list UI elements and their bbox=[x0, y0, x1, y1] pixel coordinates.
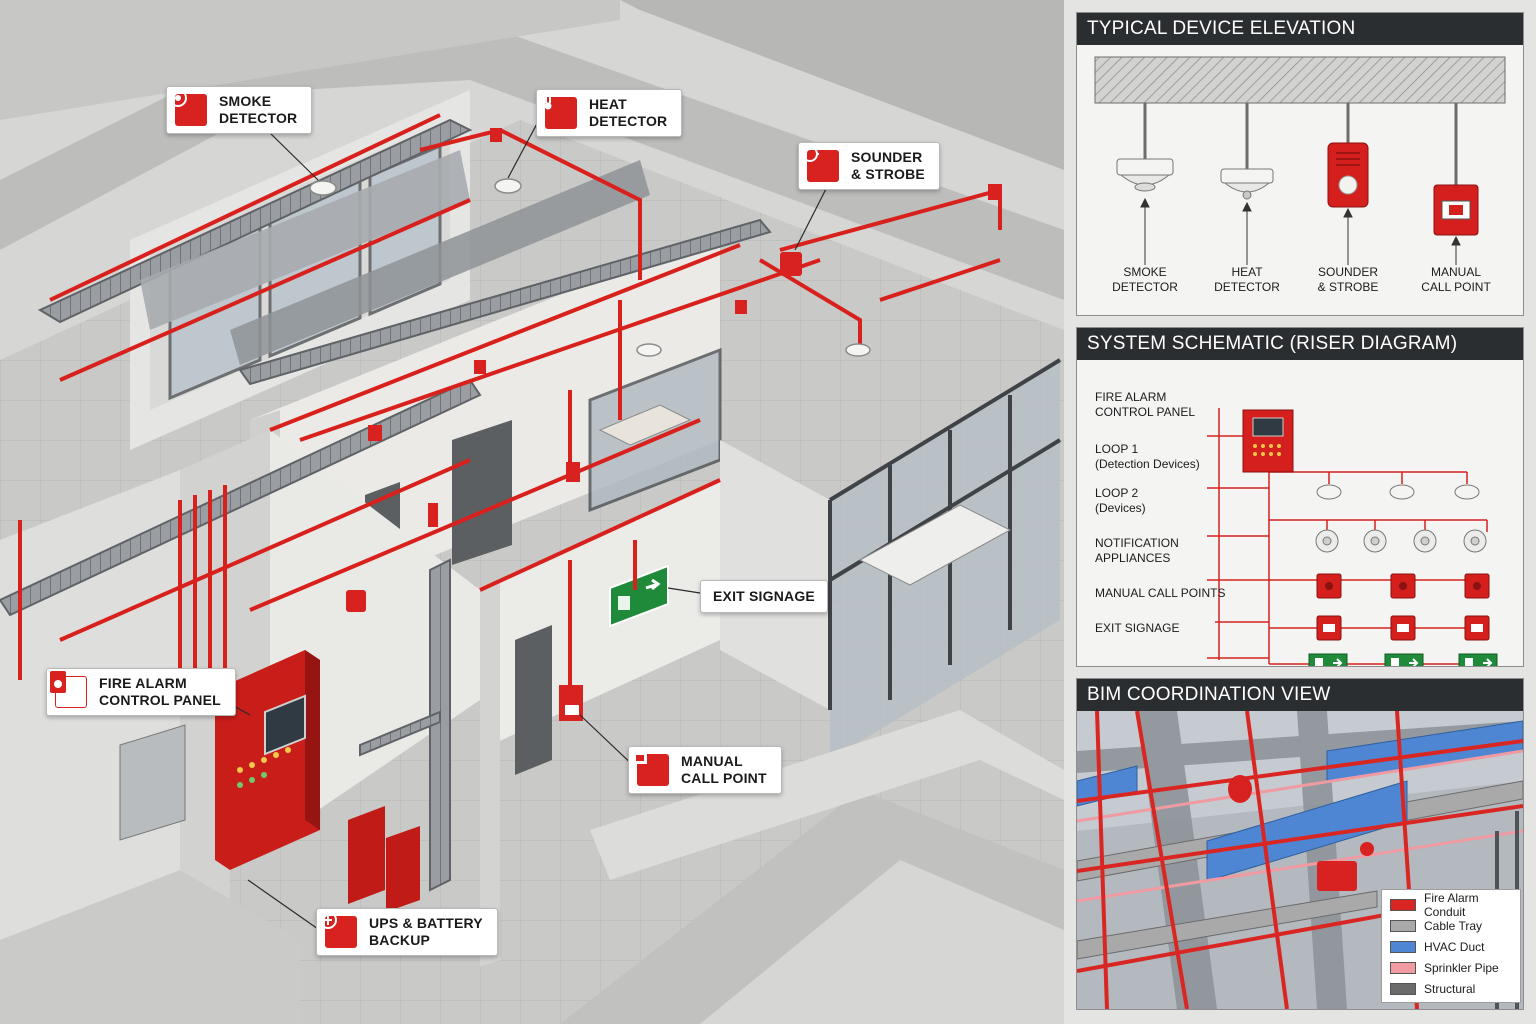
ceiling-detectors bbox=[309, 178, 871, 357]
schematic-row-label: EXIT SIGNAGE bbox=[1095, 621, 1180, 635]
isometric-building-scene: SMOKE DETECTOR HEAT DETECTOR SOUNDER & S… bbox=[0, 0, 1064, 1024]
legend-item: HVAC Duct bbox=[1390, 936, 1512, 957]
battery-icon bbox=[319, 911, 357, 948]
legend-item: Structural bbox=[1390, 978, 1512, 999]
corridor-door bbox=[515, 625, 552, 775]
office-door bbox=[452, 420, 512, 565]
device-label: SOUNDER & STROBE bbox=[1317, 265, 1379, 294]
cable-trays bbox=[0, 118, 772, 892]
plant-room-wall bbox=[0, 470, 180, 1000]
panel-title: TYPICAL DEVICE ELEVATION bbox=[1077, 13, 1523, 45]
panel-title: SYSTEM SCHEMATIC (RISER DIAGRAM) bbox=[1077, 328, 1523, 360]
sounder-icon bbox=[801, 146, 839, 182]
riser-diagram bbox=[1207, 408, 1498, 666]
panel-system-schematic: SYSTEM SCHEMATIC (RISER DIAGRAM) bbox=[1076, 327, 1524, 667]
callout-heat-detector: HEAT DETECTOR bbox=[536, 89, 683, 137]
callout-label: MANUAL CALL POINT bbox=[681, 753, 767, 786]
ups-battery-cabinets bbox=[348, 806, 420, 912]
callout-fire-alarm-control-panel: FIRE ALARM CONTROL PANEL bbox=[46, 668, 236, 716]
callout-label: UPS & BATTERY BACKUP bbox=[369, 915, 483, 948]
legend-label: HVAC Duct bbox=[1424, 939, 1485, 954]
manual-call-point-icon bbox=[1433, 184, 1479, 236]
callout-sounder-strobe: SOUNDER & STROBE bbox=[798, 142, 940, 190]
schematic-row-label: NOTIFICATION APPLIANCES bbox=[1095, 536, 1179, 565]
panel-title: BIM COORDINATION VIEW bbox=[1077, 679, 1523, 711]
legend-swatch bbox=[1390, 961, 1416, 974]
legend-swatch bbox=[1390, 982, 1416, 995]
riser-wiring bbox=[1207, 408, 1488, 665]
callout-ups-battery: UPS & BATTERY BACKUP bbox=[316, 908, 498, 956]
sounder-strobe-icon bbox=[1327, 142, 1369, 208]
callout-label: FIRE ALARM CONTROL PANEL bbox=[99, 675, 221, 708]
bim-legend: Fire Alarm Conduit Cable Tray HVAC Duct … bbox=[1381, 889, 1521, 1003]
notification-appliances bbox=[1316, 573, 1490, 599]
manual-call-points bbox=[1316, 615, 1490, 641]
callout-label: HEAT DETECTOR bbox=[589, 96, 668, 129]
secondary-panel bbox=[119, 724, 186, 841]
ceiling-slab bbox=[1094, 56, 1506, 104]
callout-label: EXIT SIGNAGE bbox=[713, 588, 815, 604]
callout-label: SMOKE DETECTOR bbox=[219, 93, 298, 126]
smoke-detector-icon bbox=[169, 89, 207, 126]
panel-device-elevation: TYPICAL DEVICE ELEVATION bbox=[1076, 12, 1524, 316]
call-point-icon bbox=[633, 752, 669, 786]
legend-label: Fire Alarm Conduit bbox=[1424, 890, 1479, 919]
loop1-detectors bbox=[1316, 484, 1480, 500]
fire-alarm-control-panel bbox=[215, 650, 320, 870]
schematic-row-label: LOOP 1 (Detection Devices) bbox=[1095, 442, 1200, 471]
schematic-row-label: LOOP 2 (Devices) bbox=[1095, 486, 1146, 515]
heat-detector-icon bbox=[1220, 168, 1274, 200]
panel-bim-coordination: BIM COORDINATION VIEW bbox=[1076, 678, 1524, 1010]
legend-label: Sprinkler Pipe bbox=[1424, 960, 1499, 975]
legend-label: Structural bbox=[1424, 981, 1476, 996]
device-label: SMOKE DETECTOR bbox=[1112, 265, 1178, 294]
legend-swatch bbox=[1390, 940, 1416, 953]
exit-signs bbox=[1308, 653, 1498, 666]
callout-label: SOUNDER & STROBE bbox=[851, 149, 925, 182]
legend-item: Fire Alarm Conduit bbox=[1390, 891, 1512, 919]
legend-label: Cable Tray bbox=[1424, 918, 1483, 933]
callout-smoke-detector: SMOKE DETECTOR bbox=[166, 86, 313, 134]
legend-item: Sprinkler Pipe bbox=[1390, 957, 1512, 978]
schematic-row-label: FIRE ALARM CONTROL PANEL bbox=[1095, 390, 1196, 419]
callout-manual-call-point: MANUAL CALL POINT bbox=[628, 746, 782, 794]
control-panel-icon bbox=[50, 671, 87, 708]
fire-alarm-conduits bbox=[18, 113, 1002, 690]
loop2-devices bbox=[1315, 529, 1487, 553]
thermometer-icon bbox=[544, 92, 577, 129]
legend-swatch bbox=[1390, 919, 1416, 932]
control-panel-icon bbox=[1242, 409, 1294, 473]
legend-item: Cable Tray bbox=[1390, 915, 1512, 936]
callout-exit-signage: EXIT SIGNAGE bbox=[700, 580, 828, 613]
legend-swatch bbox=[1390, 898, 1416, 911]
device-label: MANUAL CALL POINT bbox=[1421, 265, 1491, 294]
schematic-row-label: MANUAL CALL POINTS bbox=[1095, 586, 1226, 600]
exit-sign bbox=[609, 564, 669, 628]
smoke-detector-icon bbox=[1116, 158, 1174, 192]
device-label: HEAT DETECTOR bbox=[1214, 265, 1280, 294]
elevation-drawing bbox=[1094, 56, 1506, 265]
